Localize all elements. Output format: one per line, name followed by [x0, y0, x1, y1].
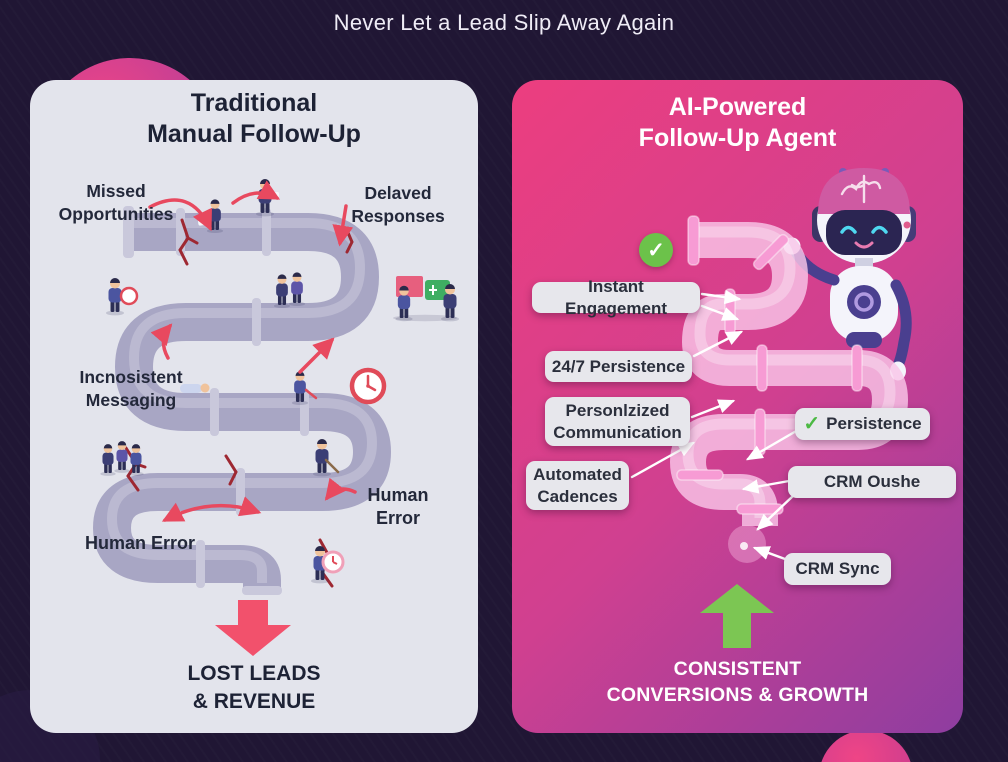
callout-human-error-right: Human Error	[367, 485, 429, 529]
up-arrow	[700, 584, 774, 648]
pill-persistence: ✓ Persistence	[795, 408, 930, 440]
right-panel-title: AI-Powered Follow-Up Agent	[638, 93, 837, 152]
consistent-growth-label: CONSISTENT CONVERSIONS & GROWTH	[606, 658, 869, 707]
down-arrow	[215, 600, 291, 656]
green-check-icon: ✓	[639, 233, 673, 267]
page-title: Never Let a Lead Slip Away Again	[333, 10, 675, 35]
pill-crm-sync: CRM Sync	[784, 553, 891, 585]
traditional-pipe-illustration	[93, 179, 459, 656]
decor-circle-bottom-right	[819, 730, 913, 762]
pill-247-persistence: 24/7 Persistence	[545, 351, 692, 382]
check-icon: ✓	[803, 412, 821, 435]
ai-pipe-illustration	[630, 168, 916, 648]
left-panel-title: Traditional Manual Follow-Up	[147, 89, 361, 148]
pill-crm-oushe: CRM Oushe	[788, 466, 956, 498]
red-callout-arrows	[148, 180, 357, 522]
traditional-panel: Traditional Manual Follow-Up Missed Oppo…	[30, 80, 478, 733]
white-callout-arrows	[630, 289, 800, 561]
pill-automated-cadences: Automated Cadences	[526, 461, 629, 510]
callout-delayed-responses: Delaved Responses	[351, 183, 445, 226]
ai-panel: AI-Powered Follow-Up Agent ✓ Instant Eng…	[512, 80, 963, 733]
pill-personalized-communication: Personlzized Communication	[545, 397, 690, 446]
pink-pipe	[670, 215, 908, 563]
callout-missed-opportunities: Missed Opportunities	[58, 181, 174, 224]
pill-instant-engagement: Instant Engagement	[532, 277, 700, 318]
clock-icon	[349, 367, 387, 405]
robot	[783, 168, 916, 381]
callout-inconsistent-messaging: Incnosistent Messaging	[79, 367, 183, 410]
callout-human-error-left: Human Error	[84, 533, 196, 553]
lost-leads-label: LOST LEADS & REVENUE	[187, 662, 321, 714]
